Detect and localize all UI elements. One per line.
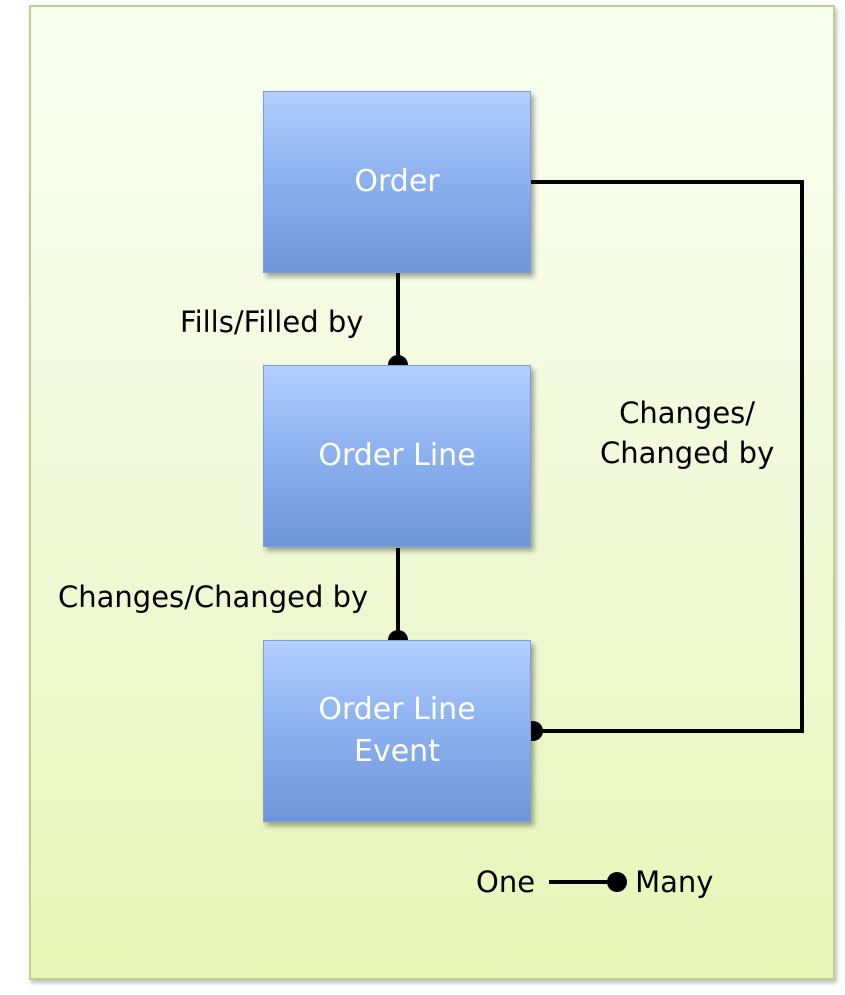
entity-order-line-event-label: Order Line Event <box>318 692 476 769</box>
relationship-label-fills: Fills/Filled by <box>180 305 364 339</box>
relationship-label-order-changes: Changes/ Changed by <box>600 396 775 470</box>
relationship-label-line-changes: Changes/Changed by <box>58 580 369 614</box>
legend-one-label: One <box>476 865 536 899</box>
legend-many-label: Many <box>635 865 714 899</box>
legend-one-to-many-icon <box>549 872 628 892</box>
entity-order[interactable]: Order <box>263 91 531 273</box>
entity-order-line-event[interactable]: Order Line Event <box>263 640 531 822</box>
entity-order-label: Order <box>354 164 440 199</box>
entity-order-line[interactable]: Order Line <box>263 365 531 547</box>
connector-order-to-event <box>531 180 804 733</box>
entity-order-line-label: Order Line <box>318 438 476 473</box>
legend: One Many <box>476 862 713 902</box>
